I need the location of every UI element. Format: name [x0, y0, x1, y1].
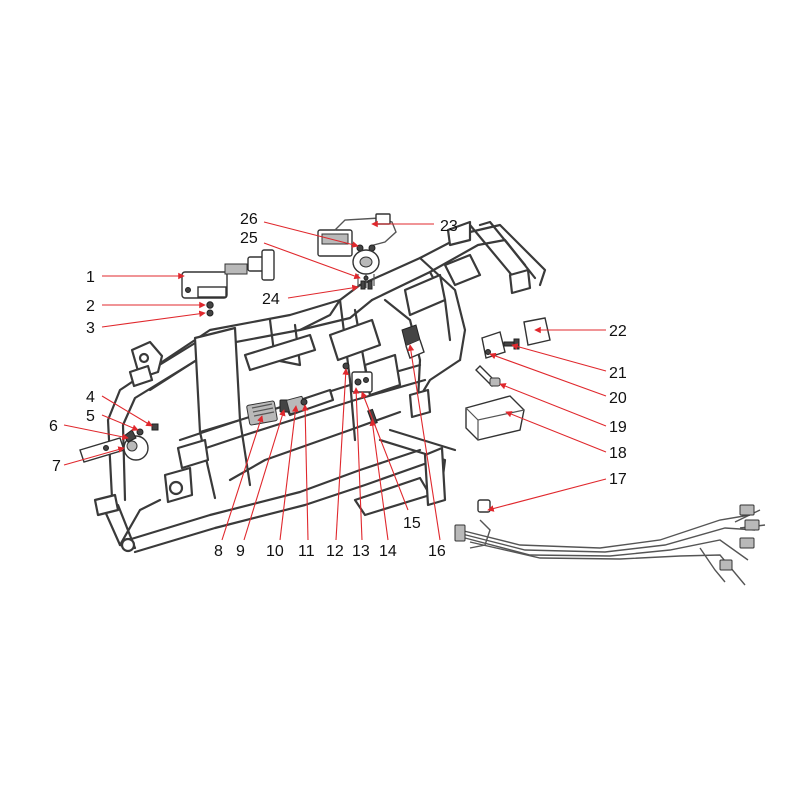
part-26-cdi-unit[interactable]	[317, 213, 397, 257]
callout-22: 22	[609, 323, 627, 340]
leader-lines	[63, 220, 607, 541]
part-4-bolt[interactable]	[151, 423, 159, 431]
part-25-nut[interactable]	[363, 275, 369, 281]
callout-2: 2	[86, 298, 95, 315]
callout-10: 10	[266, 543, 284, 560]
callout-24: 24	[262, 291, 280, 308]
callout-19: 19	[609, 419, 627, 436]
callout-15: 15	[403, 515, 421, 532]
callout-16: 16	[428, 543, 446, 560]
callout-3: 3	[86, 320, 95, 337]
callout-14: 14	[379, 543, 397, 560]
callout-20: 20	[609, 390, 627, 407]
callout-25: 25	[240, 230, 258, 247]
part-19-sensor[interactable]	[475, 365, 501, 387]
part-17-wiring-harness[interactable]	[454, 499, 766, 586]
callout-26: 26	[240, 211, 258, 228]
part-7-switch[interactable]	[123, 429, 149, 461]
callout-21: 21	[609, 365, 627, 382]
callout-8: 8	[214, 543, 223, 560]
part-11-bolt[interactable]	[300, 398, 308, 406]
callout-18: 18	[609, 445, 627, 462]
part-12-nut[interactable]	[342, 362, 350, 370]
part-16-strap[interactable]	[401, 324, 425, 359]
callout-1: 1	[86, 269, 95, 286]
callout-23: 23	[440, 218, 458, 235]
part-18-battery[interactable]	[465, 395, 525, 441]
callout-9: 9	[236, 543, 245, 560]
callout-4: 4	[86, 389, 95, 406]
callout-17: 17	[609, 471, 627, 488]
vehicle-frame	[93, 220, 547, 554]
callout-labels: 1 2 3 4 5 6 7 8 9 10 11 12 13 14 15 16 1…	[49, 211, 627, 560]
part-8-regulator[interactable]	[246, 400, 278, 426]
part-21-bolt[interactable]	[503, 338, 520, 350]
callout-12: 12	[326, 543, 344, 560]
part-2-washer[interactable]	[206, 301, 214, 309]
part-22-cover-plate[interactable]	[523, 317, 551, 346]
callout-5: 5	[86, 408, 95, 425]
callout-11: 11	[298, 543, 315, 560]
part-20-bracket[interactable]	[481, 331, 506, 359]
part-1-ignition-coil[interactable]	[181, 249, 275, 299]
part-23-ignition-switch[interactable]	[352, 249, 380, 288]
callout-13: 13	[352, 543, 370, 560]
part-13-solenoid[interactable]	[351, 371, 373, 393]
callout-7: 7	[52, 458, 61, 475]
part-3-nut[interactable]	[206, 309, 214, 317]
part-24-bolt[interactable]	[360, 280, 373, 290]
callout-6: 6	[49, 418, 58, 435]
